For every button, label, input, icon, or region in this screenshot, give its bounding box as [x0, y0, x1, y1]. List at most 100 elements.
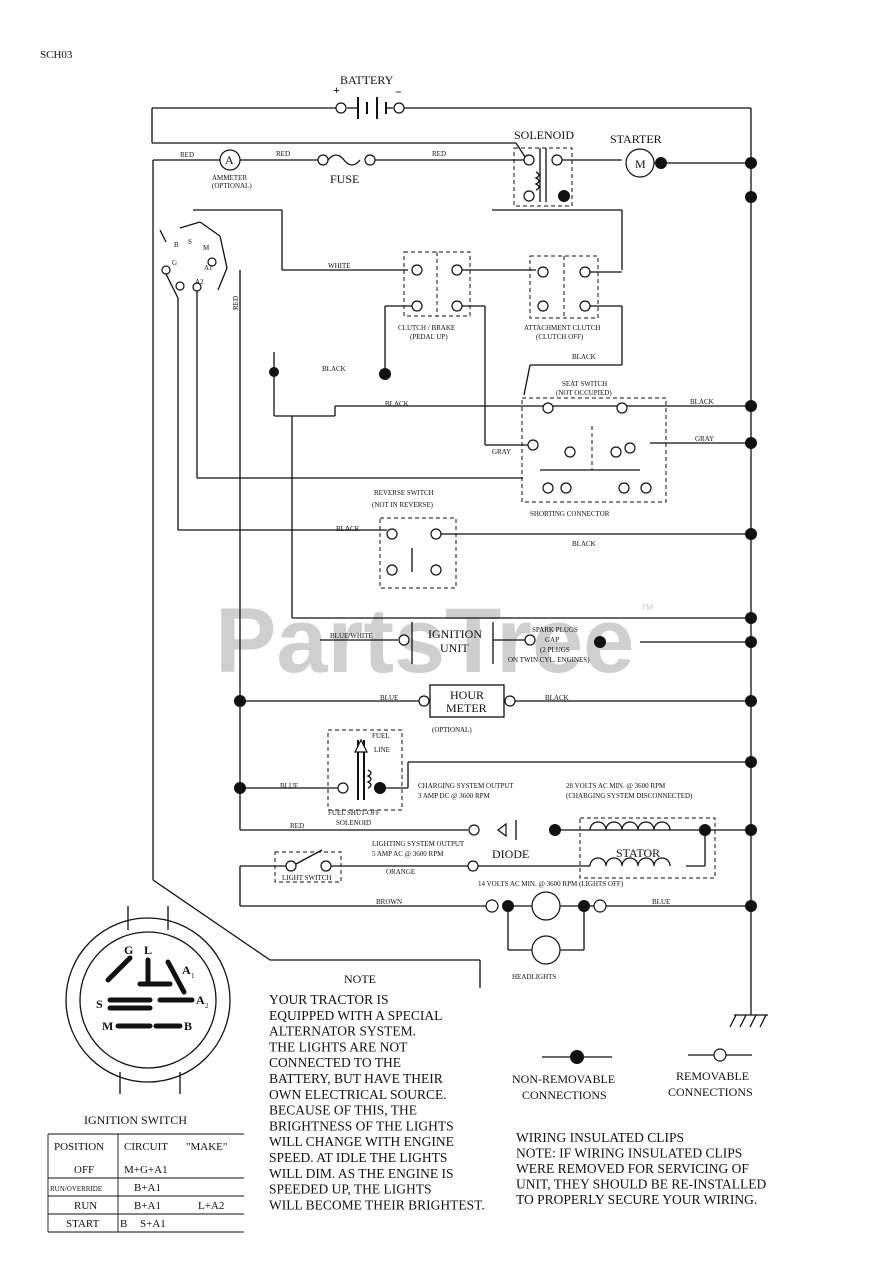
clips-note-line-1: NOTE: IF WIRING INSULATED CLIPS: [516, 1146, 742, 1161]
hour-meter: [234, 684, 757, 718]
starter-symbol: M: [635, 157, 646, 171]
wire-blue-white: BLUE/WHITE: [330, 632, 373, 640]
sw-term-a1: A: [182, 963, 191, 977]
note-line-7: BECAUSE OF THIS, THE: [269, 1103, 417, 1118]
table-row-2-c1: B+A1: [134, 1200, 161, 1212]
table-header-make: "MAKE": [186, 1141, 227, 1153]
table-header-position: POSITION: [54, 1141, 104, 1153]
note-title: NOTE: [344, 972, 376, 986]
attachment-clutch-label: ATTACHMENT CLUTCH: [524, 324, 601, 332]
legend-removable-2: CONNECTIONS: [668, 1085, 753, 1099]
hour-meter-label-1: HOUR: [450, 688, 484, 702]
wire-black-1: BLACK: [572, 353, 596, 361]
legend-non-removable-2: CONNECTIONS: [522, 1088, 607, 1102]
lighting-circuit: [239, 849, 757, 965]
table-row-3-c1: B: [120, 1218, 127, 1230]
note-line-12: SPEEDED UP, THE LIGHTS: [269, 1182, 432, 1197]
charging-circuit: [240, 817, 757, 879]
spark-plugs-label-2: GAP: [545, 636, 559, 644]
stator-label: STATOR: [616, 846, 660, 860]
wire-orange: ORANGE: [386, 868, 415, 876]
note-line-10: SPEED. AT IDLE THE LIGHTS: [269, 1150, 447, 1165]
note-line-1: EQUIPPED WITH A SPECIAL: [269, 1008, 442, 1023]
ignition-circuit: [291, 416, 757, 664]
wire-black-4: BLACK: [690, 398, 714, 406]
note-line-9: WILL CHANGE WITH ENGINE: [269, 1134, 454, 1149]
term-m: M: [203, 244, 210, 252]
wire-gray-1: GRAY: [492, 448, 511, 456]
charging-output-2: 3 AMP DC @ 3600 RPM: [418, 792, 491, 800]
sw-term-a1-sub: 1: [191, 972, 195, 980]
battery-positive: +: [333, 83, 340, 97]
wire-blue-1: BLUE: [380, 694, 398, 702]
schematic-id: SCH03: [40, 49, 73, 61]
battery: [151, 97, 528, 161]
spark-plugs-label-4: ON TWIN CYL. ENGINES): [508, 656, 590, 664]
charging-output-1: CHARGING SYSTEM OUTPUT: [418, 782, 514, 790]
note-line-4: CONNECTED TO THE: [269, 1055, 401, 1070]
table-row-3-c2: S+A1: [140, 1218, 166, 1230]
ignition-switch-face: [65, 906, 231, 1094]
headlights-label: HEADLIGHTS: [512, 973, 556, 981]
wire-red-2: RED: [276, 150, 290, 158]
diode-label: DIODE: [492, 847, 529, 861]
legend-non-removable-1: NON-REMOVABLE: [512, 1072, 615, 1086]
black-wires: [269, 352, 757, 417]
spark-plugs-label-1: SPARK PLUGS: [532, 626, 578, 634]
solenoid-label: SOLENOID: [514, 128, 574, 142]
term-g: G: [172, 259, 177, 267]
ignition-switch-terminals: [152, 160, 523, 961]
wire-black-7: BLACK: [545, 694, 569, 702]
watermark-tm: ™: [640, 601, 654, 617]
clips-note-line-0: WIRING INSULATED CLIPS: [516, 1130, 684, 1145]
fuel-shutoff: [234, 729, 757, 811]
ignition-unit-label-1: IGNITION: [428, 627, 482, 641]
watermark: PartsTree: [215, 590, 634, 692]
wire-black-3: BLACK: [385, 400, 409, 408]
sw-term-b: B: [184, 1019, 192, 1033]
wire-red-3: RED: [432, 150, 446, 158]
fuel-shutoff-label-2: SOLENOID: [336, 819, 371, 827]
table-row-1-c1: B+A1: [134, 1182, 161, 1194]
fuse-label: FUSE: [330, 172, 359, 186]
clutch-switches: [379, 251, 623, 445]
note-line-11: WILL DIM. AS THE ENGINE IS: [269, 1166, 453, 1181]
table-row-3-position: START: [66, 1218, 100, 1230]
note-line-13: WILL BECOME THEIR BRIGHTEST.: [269, 1197, 485, 1212]
note-line-0: YOUR TRACTOR IS: [269, 992, 389, 1007]
ignition-switch-table: [47, 1133, 244, 1233]
battery-negative: −: [395, 85, 402, 99]
sw-term-a2-sub: 2: [205, 1002, 209, 1010]
lighting-output-2: 5 AMP AC @ 3600 RPM: [372, 850, 444, 858]
term-s: S: [188, 238, 192, 246]
seat-switch: [485, 397, 757, 503]
note-line-6: OWN ELECTRICAL SOURCE.: [269, 1087, 447, 1102]
fuel-shutoff-label-1: FUEL SHUT-OFF: [328, 809, 380, 817]
fuel-line-label-1: FUEL: [372, 732, 390, 740]
clips-note-line-3: UNIT, THEY SHOULD BE RE-INSTALLED: [516, 1177, 767, 1192]
light-switch-label: LIGHT SWITCH: [282, 874, 331, 882]
clutch-brake-label: CLUTCH / BRAKE: [398, 324, 455, 332]
wire-black-5: BLACK: [336, 525, 360, 533]
ignition-unit-label-2: UNIT: [440, 641, 469, 655]
seat-switch-label: SEAT SWITCH: [562, 380, 607, 388]
table-row-0-position: OFF: [74, 1164, 94, 1176]
legend-removable-1: REMOVABLE: [676, 1069, 749, 1083]
shorting-connector-label: SHORTING CONNECTOR: [530, 510, 610, 518]
wire-white: WHITE: [328, 262, 351, 270]
volts-ac-2: (CHARGING SYSTEM DISCONNECTED): [566, 792, 693, 800]
attachment-clutch-sub: (CLUTCH OFF): [536, 333, 584, 341]
wire-blue-2: BLUE: [280, 782, 298, 790]
wire-red-dup: RED: [290, 822, 304, 830]
starter-label: STARTER: [610, 132, 662, 146]
clutch-brake-sub: (PEDAL UP): [410, 333, 448, 341]
starter-circuit: [153, 147, 757, 270]
ammeter-symbol: A: [225, 153, 234, 167]
term-b: B: [174, 241, 179, 249]
wire-black-6: BLACK: [572, 540, 596, 548]
hour-meter-label-2: METER: [446, 701, 487, 715]
sw-term-g: G: [124, 943, 133, 957]
volts-ac-1: 28 VOLTS AC MIN. @ 3600 RPM: [566, 782, 666, 790]
